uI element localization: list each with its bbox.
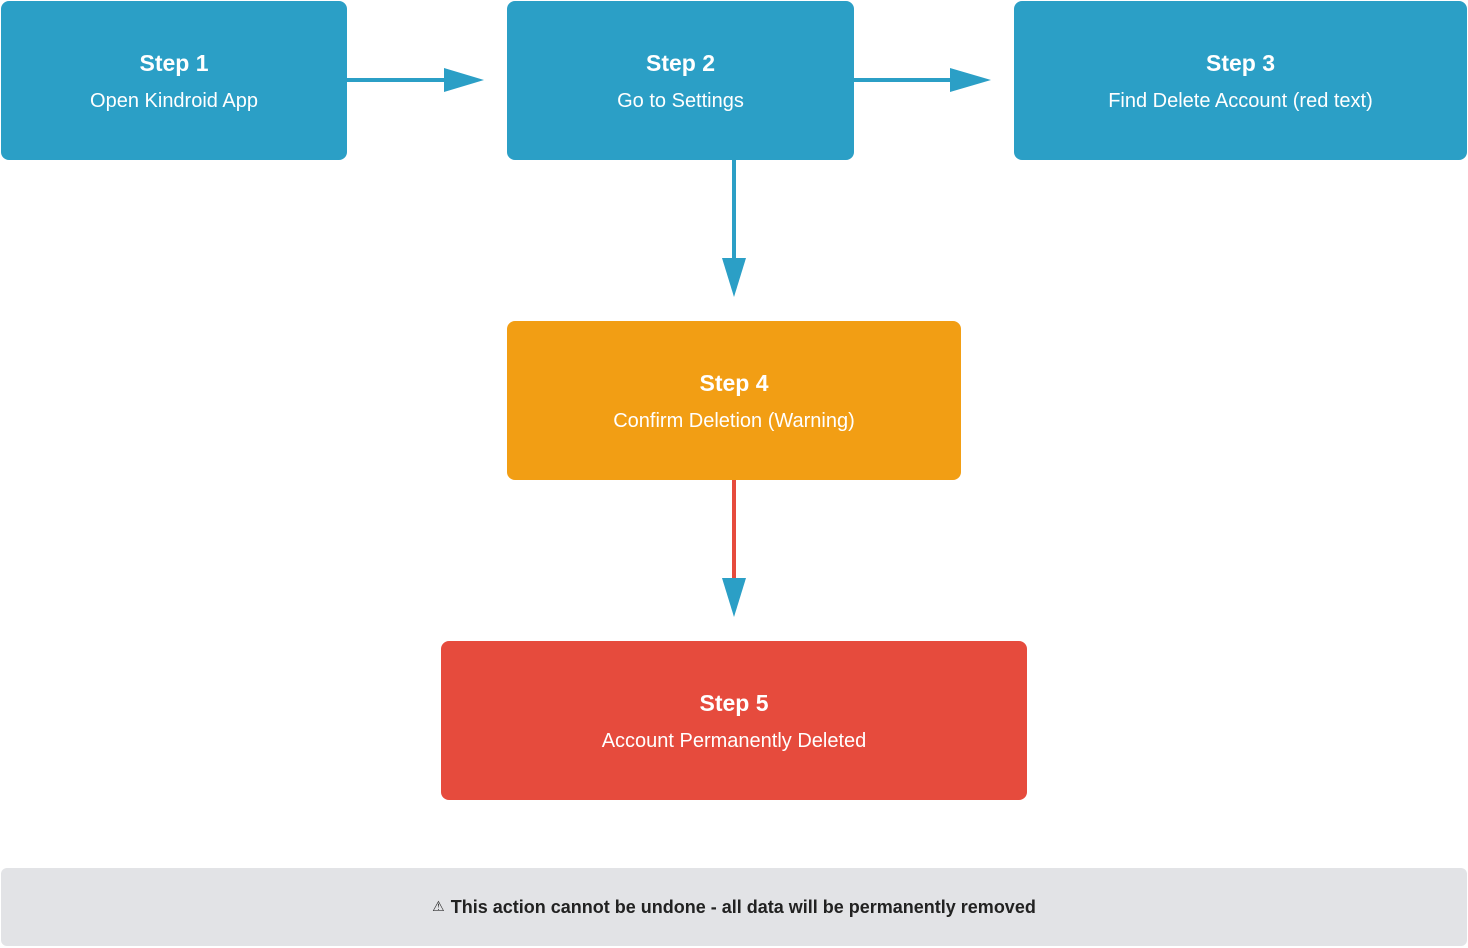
- step-description: Confirm Deletion (Warning): [613, 409, 855, 432]
- step-description: Go to Settings: [617, 89, 744, 112]
- step-description: Account Permanently Deleted: [601, 729, 867, 752]
- step-title: Step 2: [645, 49, 716, 76]
- warning-banner: ⚠ This action cannot be undone - all dat…: [1, 868, 1467, 946]
- arrowhead: [722, 578, 746, 617]
- step-title: Step 5: [699, 689, 769, 716]
- step-4-box: Step 4 Confirm Deletion (Warning): [507, 321, 961, 480]
- arrowhead: [950, 68, 991, 92]
- warning-icon: ⚠: [432, 899, 445, 915]
- step-title: Step 4: [699, 369, 769, 396]
- step-description: Find Delete Account (red text): [1108, 89, 1373, 112]
- step-2-box: Step 2 Go to Settings: [507, 1, 854, 160]
- arrowhead: [722, 258, 746, 297]
- connector-step1-step2: [347, 68, 484, 92]
- step-title: Step 1: [139, 49, 209, 76]
- step-5-box: Step 5 Account Permanently Deleted: [441, 641, 1027, 800]
- connector-step2-step3: [854, 68, 991, 92]
- warning-text: This action cannot be undone - all data …: [450, 896, 1036, 917]
- connector-step2-step4: [722, 160, 746, 297]
- step-1-box: Step 1 Open Kindroid App: [1, 1, 347, 160]
- step-description: Open Kindroid App: [90, 89, 258, 112]
- step-3-box: Step 3 Find Delete Account (red text): [1014, 1, 1467, 160]
- arrowhead: [444, 68, 484, 92]
- connector-step4-step5: [722, 480, 746, 617]
- step-title: Step 3: [1205, 49, 1276, 76]
